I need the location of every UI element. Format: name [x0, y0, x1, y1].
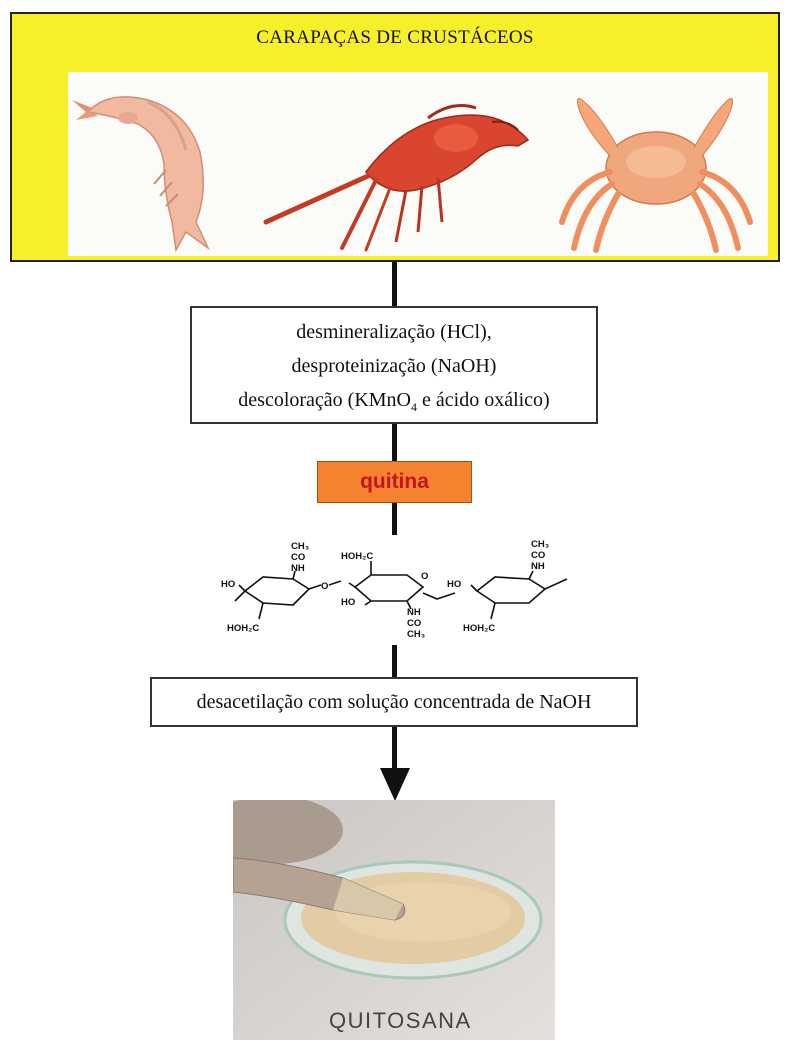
svg-text:CO: CO [407, 618, 421, 629]
svg-text:CH₃: CH₃ [531, 539, 549, 550]
svg-text:HOH₂C: HOH₂C [463, 623, 495, 634]
step-line-demineralization: desmineralização (HCl), [192, 315, 596, 349]
chitin-structure-diagram: HO HOH₂C CH₃ CO NH O HOH₂C O HO NH CO CH… [215, 535, 585, 645]
chitin-label-box: quitina [317, 461, 472, 503]
shrimp-photo [68, 72, 248, 256]
crab-photo [544, 72, 768, 256]
crustacean-shells-panel: CARAPAÇAS DE CRUSTÁCEOS [10, 12, 780, 262]
deacetylation-label: desacetilação com solução concentrada de… [197, 691, 592, 713]
connector-line [392, 424, 397, 461]
panel-title: CARAPAÇAS DE CRUSTÁCEOS [12, 27, 778, 49]
svg-text:NH: NH [407, 607, 421, 618]
svg-text:NH: NH [531, 561, 545, 572]
svg-text:CH₃: CH₃ [407, 629, 425, 640]
svg-text:HO: HO [447, 579, 461, 590]
svg-text:NH: NH [291, 563, 305, 574]
deacetylation-step-box: desacetilação com solução concentrada de… [150, 677, 638, 727]
svg-text:HOH₂C: HOH₂C [227, 623, 259, 634]
connector-line [392, 645, 397, 677]
svg-text:O: O [421, 571, 428, 582]
down-arrow-icon [380, 768, 410, 802]
svg-text:O: O [321, 581, 328, 592]
svg-text:CO: CO [291, 552, 305, 563]
photo-strip [68, 72, 768, 256]
chitosan-label: QUITOSANA [329, 1008, 472, 1033]
step-line-decoloration: descoloração (KMnO4 e ácido oxálico) [192, 383, 596, 424]
svg-text:CO: CO [531, 550, 545, 561]
svg-text:HOH₂C: HOH₂C [341, 551, 373, 562]
svg-text:HO: HO [221, 579, 235, 590]
svg-text:HO: HO [341, 597, 355, 608]
connector-line [392, 503, 397, 535]
process-step-box: desmineralização (HCl), desproteinização… [190, 306, 598, 424]
connector-line [392, 727, 397, 771]
connector-line [392, 262, 397, 306]
chitosan-photo: QUITOSANA [233, 800, 555, 1040]
step-line-deproteinization: desproteinização (NaOH) [192, 349, 596, 383]
lobster-photo [256, 72, 556, 256]
svg-text:CH₃: CH₃ [291, 541, 309, 552]
